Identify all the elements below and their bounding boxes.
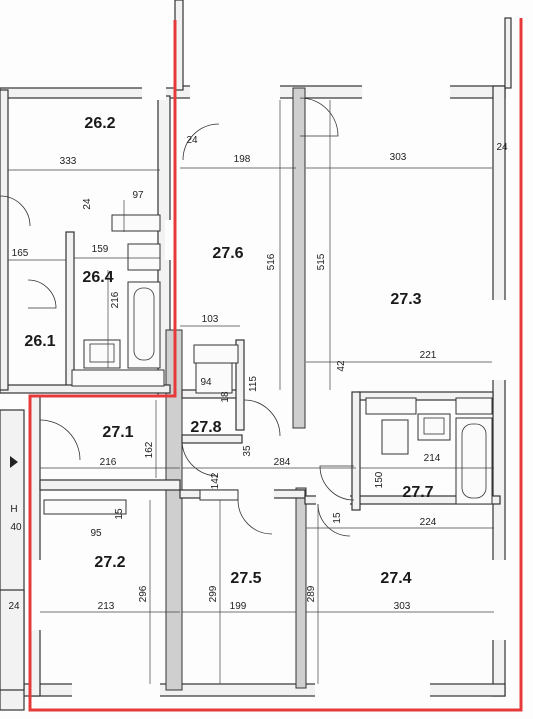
room-27-2: 27.2 bbox=[94, 554, 125, 571]
dim-516: 516 bbox=[266, 253, 277, 270]
dim-115: 115 bbox=[248, 376, 259, 392]
left-side-labels: H 40 bbox=[10, 456, 22, 533]
dim-213: 213 bbox=[98, 601, 115, 612]
fixtures bbox=[43, 214, 493, 515]
dim-299: 299 bbox=[208, 585, 219, 602]
dimension-labels: 333 198 303 24 24 97 24 165 159 216 516 … bbox=[8, 135, 508, 612]
dim-303-top: 303 bbox=[390, 152, 407, 163]
dim-515: 515 bbox=[316, 253, 327, 270]
dim-142: 142 bbox=[210, 472, 221, 489]
dim-214: 214 bbox=[424, 453, 441, 464]
dim-95: 95 bbox=[90, 528, 102, 539]
room-27-3: 27.3 bbox=[390, 291, 421, 308]
dim-15-b: 15 bbox=[332, 512, 343, 524]
arrow-icon bbox=[10, 456, 18, 468]
dim-162: 162 bbox=[144, 441, 155, 458]
dim-221: 221 bbox=[420, 350, 437, 361]
dim-94: 94 bbox=[200, 377, 212, 388]
room-26-4: 26.4 bbox=[82, 269, 113, 286]
room-26-2: 26.2 bbox=[84, 115, 115, 132]
dim-24-b: 24 bbox=[496, 142, 508, 153]
dim-333: 333 bbox=[60, 156, 77, 167]
room-27-1: 27.1 bbox=[102, 424, 133, 441]
dim-103: 103 bbox=[202, 314, 219, 325]
dim-198: 198 bbox=[234, 154, 251, 165]
dim-303-bottom: 303 bbox=[394, 601, 411, 612]
dim-24-d: 24 bbox=[8, 601, 20, 612]
label-40: 40 bbox=[10, 522, 22, 533]
room-27-4: 27.4 bbox=[380, 570, 411, 587]
dim-97: 97 bbox=[132, 190, 144, 201]
dim-289: 289 bbox=[306, 585, 317, 602]
dim-216-a: 216 bbox=[110, 291, 121, 308]
dim-24-c: 24 bbox=[82, 198, 93, 210]
dim-150: 150 bbox=[374, 471, 385, 488]
dim-216-b: 216 bbox=[100, 457, 117, 468]
dim-24-a: 24 bbox=[186, 135, 198, 146]
dim-159: 159 bbox=[92, 244, 109, 255]
dim-35: 35 bbox=[242, 445, 253, 457]
dim-284: 284 bbox=[274, 457, 291, 468]
dim-15-a: 15 bbox=[114, 508, 125, 520]
dimension-lines bbox=[8, 100, 494, 684]
dim-42: 42 bbox=[336, 360, 347, 372]
room-26-1: 26.1 bbox=[24, 333, 55, 350]
dim-165: 165 bbox=[12, 248, 29, 259]
dim-18: 18 bbox=[220, 391, 231, 403]
room-27-5: 27.5 bbox=[230, 570, 261, 587]
room-27-6: 27.6 bbox=[212, 245, 243, 262]
room-labels: 26.2 27.6 27.3 26.4 26.1 27.1 27.8 27.7 … bbox=[24, 115, 433, 587]
room-27-7: 27.7 bbox=[402, 484, 433, 501]
dim-224: 224 bbox=[420, 517, 437, 528]
apartment-outline bbox=[28, 18, 523, 712]
room-27-8: 27.8 bbox=[190, 419, 221, 436]
dim-199: 199 bbox=[230, 601, 247, 612]
door-swings bbox=[0, 97, 355, 537]
label-h: H bbox=[10, 504, 17, 515]
dim-296: 296 bbox=[138, 585, 149, 602]
